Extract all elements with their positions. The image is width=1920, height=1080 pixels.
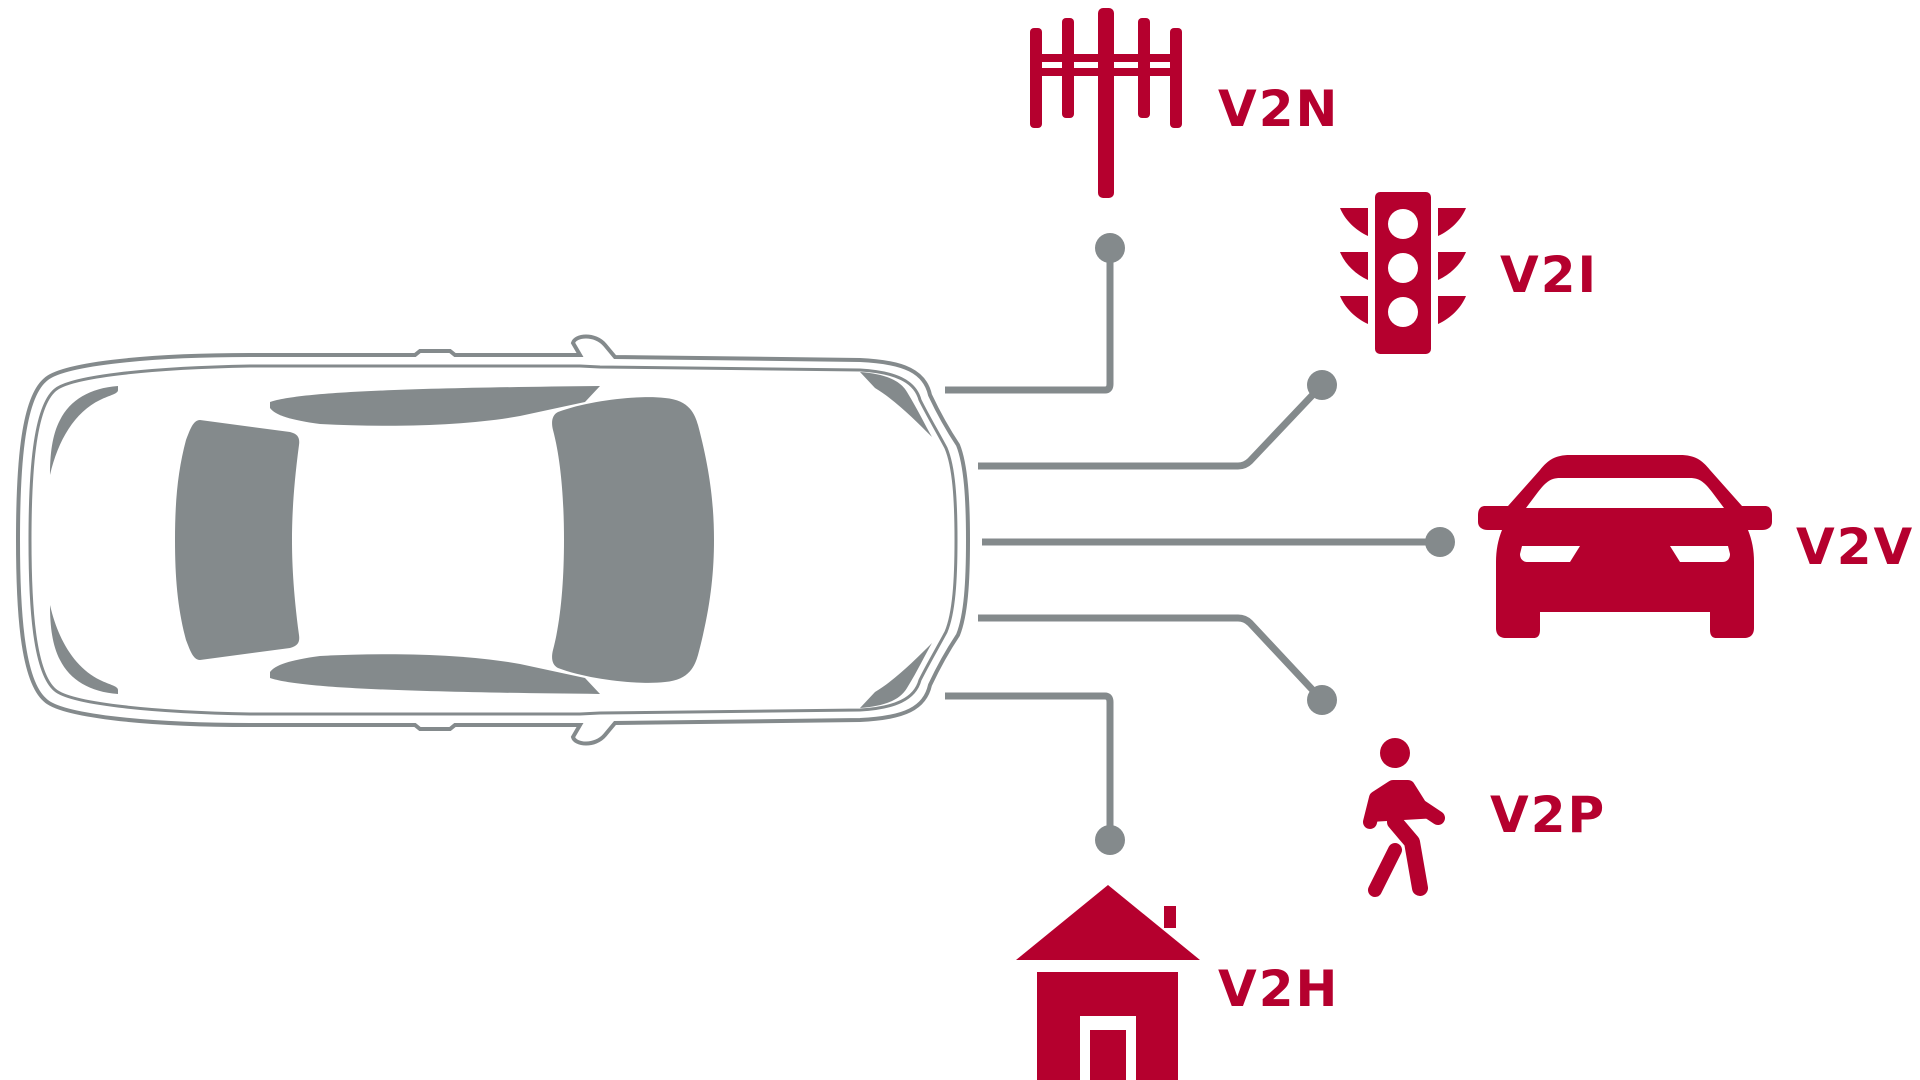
- label-v2v: V2V: [1796, 518, 1914, 576]
- endpoint-v2p: [1307, 685, 1337, 715]
- labels: V2N V2I V2V V2P V2H: [1218, 80, 1914, 1018]
- label-v2p: V2P: [1490, 786, 1606, 844]
- traffic-light-icon: [1340, 192, 1466, 354]
- label-v2i: V2I: [1500, 246, 1598, 304]
- car-front-corner-bottom: [860, 643, 932, 708]
- connector-v2h: [945, 692, 1114, 840]
- connector-v2p: [978, 614, 1325, 703]
- car-side-window-bottom: [270, 654, 600, 694]
- label-v2n: V2N: [1218, 80, 1339, 138]
- endpoint-v2n: [1095, 233, 1125, 263]
- car-rear-corner-top: [50, 386, 118, 475]
- car-side-window-top: [270, 386, 600, 426]
- car-front-corner-top: [860, 372, 932, 437]
- car-front-icon: [1478, 455, 1772, 638]
- connectors: [945, 248, 1440, 840]
- car-windshield: [552, 397, 714, 683]
- cell-tower-icon: [1030, 8, 1182, 198]
- pedestrian-icon: [1363, 738, 1445, 897]
- house-icon: [1016, 885, 1200, 1080]
- label-v2h: V2H: [1218, 960, 1339, 1018]
- connector-v2i: [978, 382, 1325, 470]
- connector-v2n: [945, 248, 1114, 394]
- endpoint-v2h: [1095, 825, 1125, 855]
- car-body-inner-outline: [28, 364, 958, 716]
- car-top-view-icon: [15, 334, 971, 746]
- connector-endpoints: [1095, 233, 1455, 855]
- endpoint-v2i: [1307, 370, 1337, 400]
- endpoint-v2v: [1425, 527, 1455, 557]
- car-rear-corner-bottom: [50, 605, 118, 694]
- car-rear-window: [175, 420, 300, 660]
